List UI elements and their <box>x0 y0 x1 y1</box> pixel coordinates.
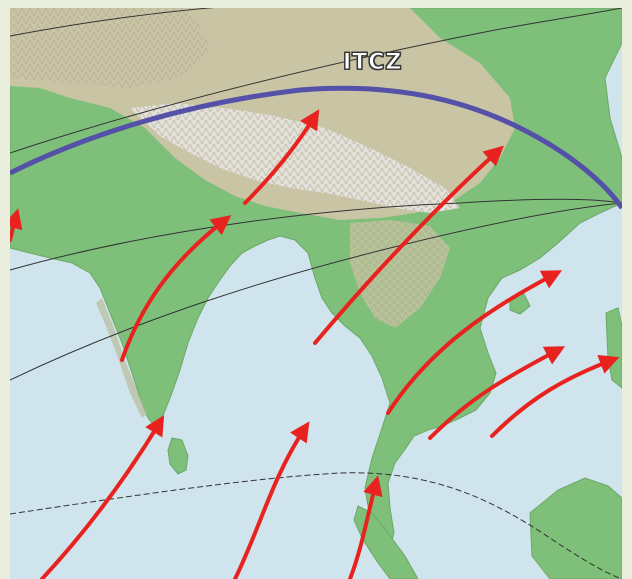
himalaya-texture <box>130 103 460 213</box>
red-curved-arrow-icon <box>348 475 383 579</box>
west-relief <box>10 8 210 88</box>
monsoon-map <box>10 8 622 579</box>
red-curved-arrow-icon <box>490 354 620 438</box>
latitude-lines <box>10 8 622 579</box>
red-curved-arrow-icon <box>313 145 504 345</box>
latitude-line-4 <box>10 202 622 381</box>
red-curved-arrow-icon <box>40 415 165 579</box>
land-borneo <box>529 477 622 579</box>
red-curved-arrow-icon <box>386 270 563 415</box>
red-curved-arrow-icon <box>428 346 566 440</box>
red-curved-arrow-icon <box>120 215 232 362</box>
indochina-texture <box>350 220 450 328</box>
map-canvas <box>10 8 622 579</box>
latitude-line-1 <box>10 8 214 37</box>
latitude-line-3 <box>10 198 622 271</box>
land-sri-lanka <box>167 437 189 475</box>
red-curved-arrow-icon <box>233 421 310 579</box>
latitude-line-2 <box>10 8 622 154</box>
red-curved-arrow-icon <box>243 109 320 205</box>
wind-arrows <box>10 109 620 579</box>
itcz-label: ITCZ <box>342 50 403 76</box>
latitude-line-5 <box>10 472 622 579</box>
itcz-line <box>10 85 622 210</box>
red-curved-arrow-icon <box>10 208 23 242</box>
land-sumatra <box>353 505 419 579</box>
